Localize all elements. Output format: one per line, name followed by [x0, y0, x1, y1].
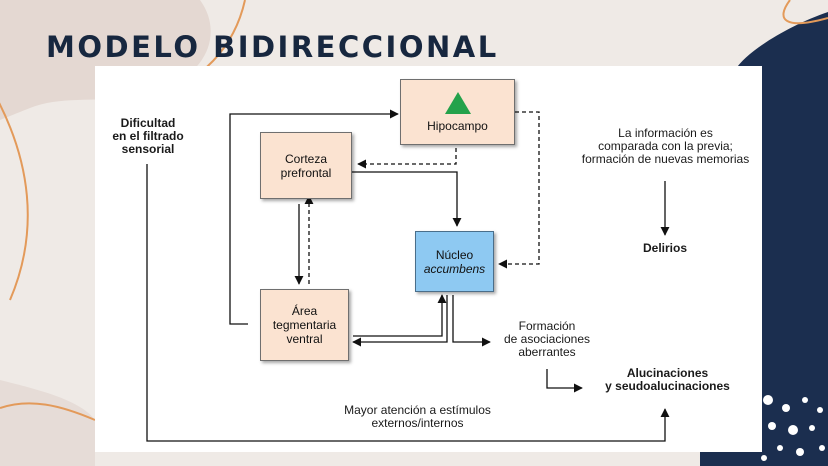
node-nucleo-accumbens: Núcleo accumbens	[415, 231, 494, 292]
node-area-line3: ventral	[286, 332, 323, 346]
arrow-formacion-to-alucinaciones	[546, 369, 583, 393]
node-corteza-line2: prefrontal	[280, 165, 332, 180]
node-nucleo-line2: accumbens	[423, 261, 486, 276]
node-corteza-line1: Corteza	[284, 151, 328, 166]
label-dificultad-line2: en el filtrado	[112, 129, 184, 143]
arrow-corteza-to-nucleo	[352, 171, 462, 227]
label-alucinaciones-line2: y seudoalucinaciones	[605, 379, 730, 393]
dot	[796, 448, 804, 456]
label-formacion-line1: Formación	[518, 319, 576, 333]
node-nucleo-line1: Núcleo	[435, 247, 474, 262]
label-informacion-line2: comparada con la previa;	[598, 139, 733, 153]
arrow-area-to-hipocampo	[229, 109, 399, 325]
arrow-hipocampo-to-corteza-dashed	[357, 148, 457, 169]
label-delirios: Delirios	[625, 242, 705, 255]
slide-title: MODELO BIDIRECCIONAL	[46, 30, 499, 64]
node-corteza-prefrontal: Corteza prefrontal	[260, 132, 352, 199]
node-area-line2: tegmentaria	[272, 318, 337, 332]
label-alucinaciones: Alucinaciones y seudoalucinaciones	[595, 367, 740, 393]
node-hipocampo-label: Hipocampo	[427, 118, 488, 133]
dot	[782, 404, 790, 412]
label-informacion-comparada: La información es comparada con la previ…	[573, 127, 758, 166]
dot	[777, 445, 783, 451]
arrow-nucleo-to-area	[352, 295, 448, 347]
label-dificultad-filtrado: Dificultad en el filtrado sensorial	[107, 117, 189, 156]
label-formacion-line3: aberrantes	[518, 345, 576, 359]
dot	[788, 425, 798, 435]
decorative-dots	[761, 395, 825, 461]
dot	[763, 395, 773, 405]
label-mayor-atencion-line2: externos/internos	[371, 416, 464, 430]
label-dificultad-line1: Dificultad	[120, 116, 176, 130]
label-informacion-line1: La información es	[618, 126, 713, 140]
label-formacion-line2: de asociaciones	[503, 332, 591, 346]
decorative-navy-shape	[700, 12, 828, 466]
dot	[802, 397, 808, 403]
decorative-curve-left	[0, 102, 29, 301]
label-mayor-atencion: Mayor atención a estímulos externos/inte…	[335, 404, 500, 430]
decorative-blob-left	[0, 380, 95, 466]
label-mayor-atencion-line1: Mayor atención a estímulos	[344, 403, 491, 417]
dot	[809, 425, 815, 431]
dot	[761, 455, 767, 461]
dot	[768, 422, 776, 430]
arrow-area-to-nucleo	[353, 294, 447, 337]
diagram-panel: Hipocampo Corteza prefrontal Núcleo accu…	[95, 66, 762, 452]
decorative-curve-right	[782, 0, 828, 25]
label-formacion-asociaciones: Formación de asociaciones aberrantes	[493, 320, 601, 359]
label-dificultad-line3: sensorial	[121, 142, 175, 156]
node-hipocampo: Hipocampo	[400, 79, 515, 145]
arrow-dificultad-to-alucinaciones	[146, 164, 670, 442]
arrow-hipocampo-to-nucleo-dashed	[498, 111, 540, 269]
decorative-curve-bottom	[0, 402, 96, 421]
node-area-tegmentaria-ventral: Área tegmentaria ventral	[260, 289, 349, 361]
label-informacion-line3: formación de nuevas memorias	[581, 152, 750, 166]
green-triangle-icon	[444, 91, 471, 114]
label-alucinaciones-line1: Alucinaciones	[626, 366, 709, 380]
node-area-line1: Área	[291, 304, 318, 318]
dot	[817, 407, 823, 413]
dot	[819, 445, 825, 451]
label-delirios-text: Delirios	[642, 241, 687, 255]
arrow-nucleo-to-formacion	[452, 295, 491, 347]
diagram-connectors	[146, 109, 670, 442]
